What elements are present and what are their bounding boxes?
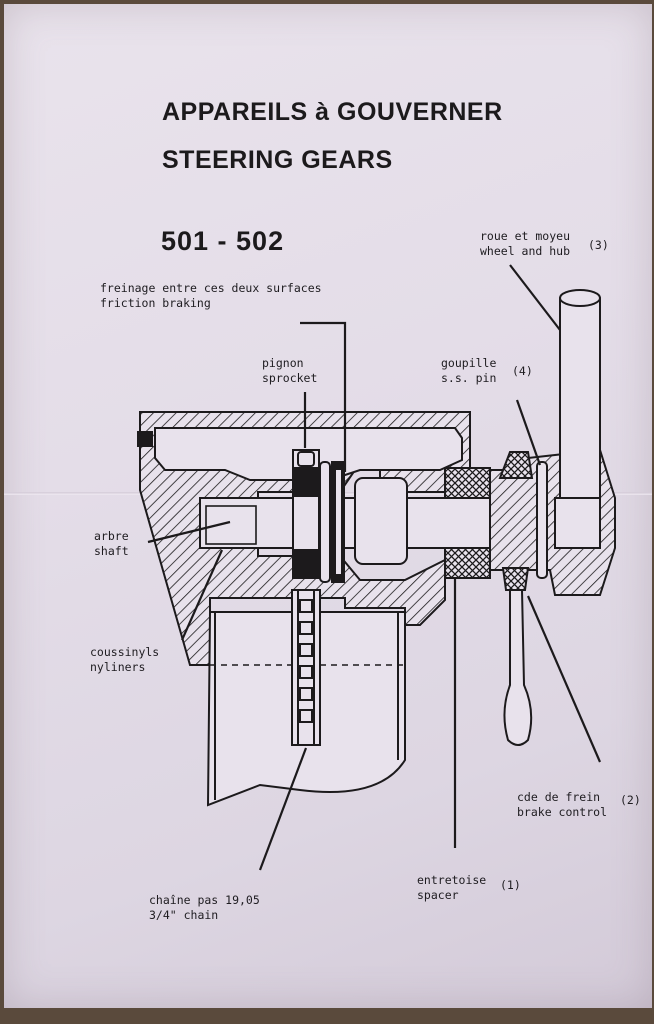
leader-lines — [147, 264, 602, 871]
title-en: STEERING GEARS — [162, 146, 393, 174]
brake-lever — [503, 589, 533, 746]
label-spacer-number: (1) — [500, 878, 521, 892]
model-number: 501 - 502 — [161, 226, 285, 256]
label-brake-number: (2) — [620, 793, 641, 807]
title-fr: APPAREILS à GOUVERNER — [162, 98, 503, 126]
chain — [291, 589, 321, 746]
label-pin-number: (4) — [512, 364, 533, 378]
pin — [536, 461, 548, 579]
brake-knob-top — [498, 451, 534, 479]
spacer-block-top — [444, 467, 491, 499]
wheel-tube — [559, 291, 601, 499]
label-wheel-number: (3) — [588, 238, 609, 252]
brake-knob — [501, 567, 530, 591]
spacer-block-bottom — [444, 547, 491, 579]
